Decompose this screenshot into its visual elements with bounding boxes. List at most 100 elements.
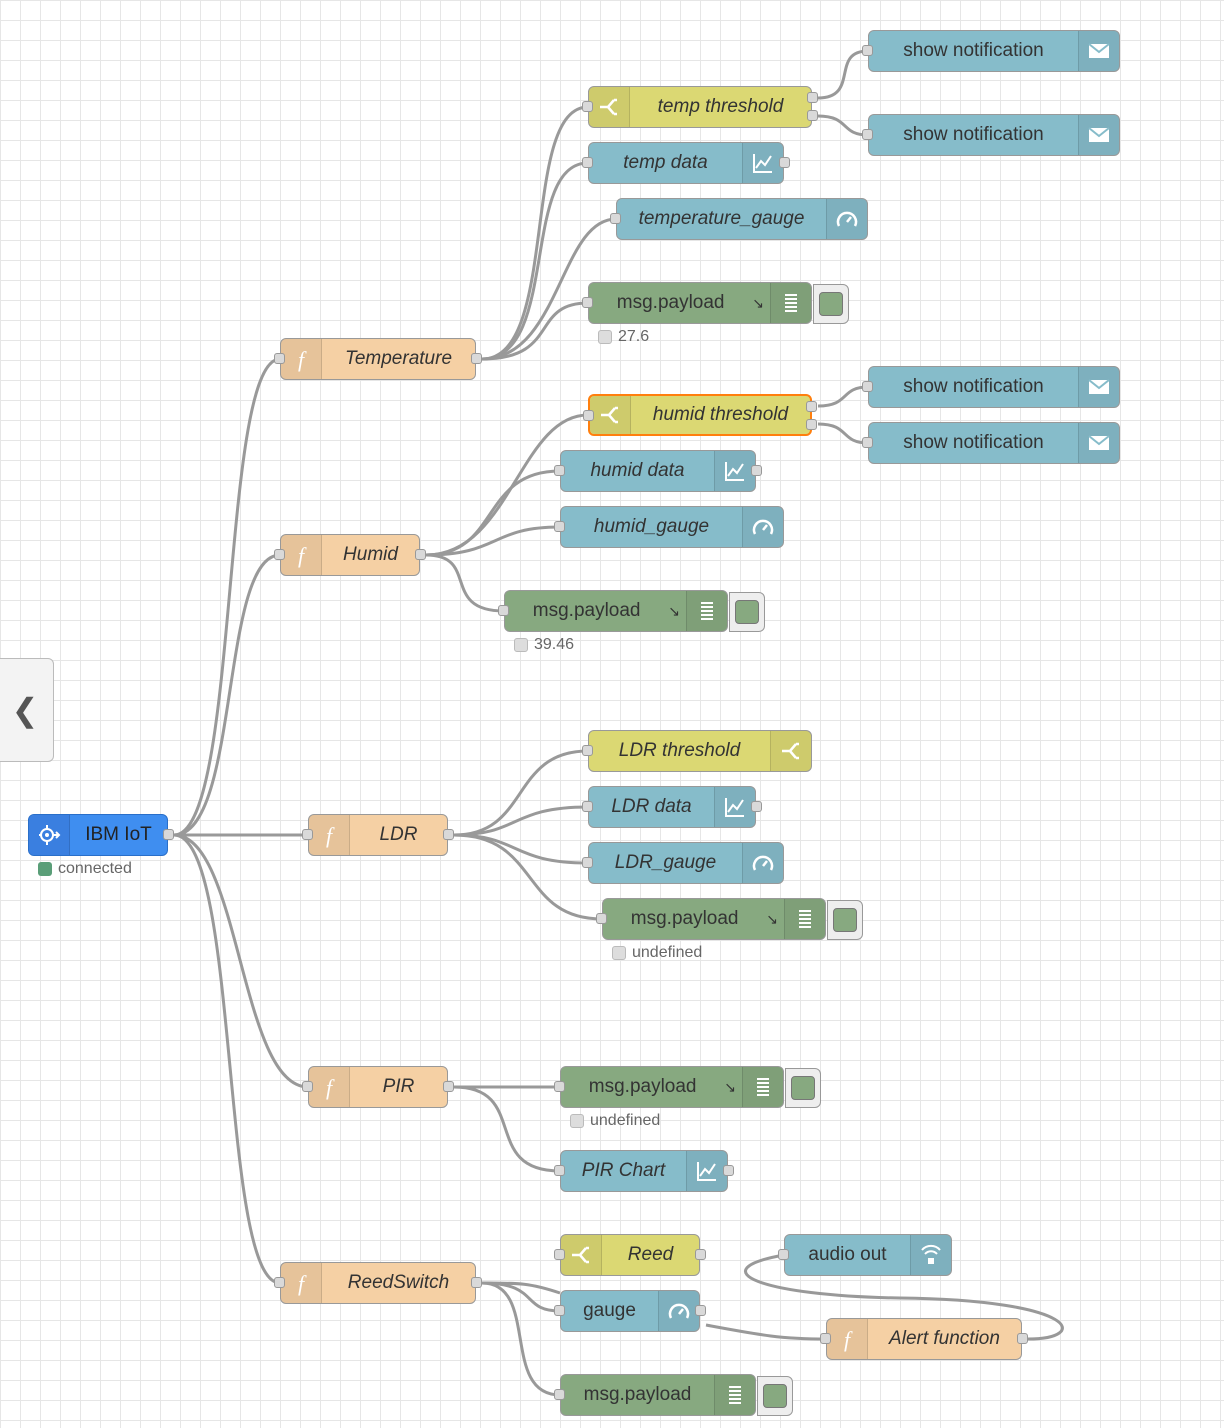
- output-port[interactable]: [1017, 1333, 1028, 1344]
- input-port[interactable]: [582, 101, 593, 112]
- input-port[interactable]: [274, 1277, 285, 1288]
- node-humid[interactable]: f Humid: [274, 534, 426, 576]
- node-temperature[interactable]: f Temperature: [274, 338, 482, 380]
- input-port[interactable]: [554, 1165, 565, 1176]
- node-status: 39.46: [514, 636, 574, 654]
- input-port[interactable]: [862, 437, 873, 448]
- input-port[interactable]: [554, 1305, 565, 1316]
- output-port-2[interactable]: [806, 419, 817, 430]
- output-port[interactable]: [163, 829, 174, 840]
- debug-toggle[interactable]: [813, 284, 849, 324]
- input-port[interactable]: [862, 45, 873, 56]
- node-humid-data[interactable]: humid data: [554, 450, 762, 492]
- node-debug[interactable]: msg.payload ↘: [582, 282, 849, 324]
- chip-icon: [29, 815, 70, 855]
- wire: [173, 833, 281, 1285]
- output-port[interactable]: [751, 465, 762, 476]
- input-port[interactable]: [554, 521, 565, 532]
- output-port[interactable]: [779, 157, 790, 168]
- input-port[interactable]: [583, 410, 594, 421]
- node-show-notification[interactable]: show notification: [862, 422, 1120, 464]
- input-port[interactable]: [554, 1081, 565, 1092]
- input-port[interactable]: [554, 1389, 565, 1400]
- node-humid-gauge[interactable]: humid_gauge: [554, 506, 784, 548]
- status-dot: [570, 1114, 584, 1128]
- output-port[interactable]: [415, 549, 426, 560]
- output-port[interactable]: [471, 1277, 482, 1288]
- input-port[interactable]: [498, 605, 509, 616]
- input-port[interactable]: [554, 465, 565, 476]
- node-ibm-iot[interactable]: IBM IoT: [28, 814, 174, 856]
- input-port[interactable]: [820, 1333, 831, 1344]
- output-port[interactable]: [471, 353, 482, 364]
- input-port[interactable]: [302, 1081, 313, 1092]
- debug-toggle[interactable]: [785, 1068, 821, 1108]
- output-port[interactable]: [723, 1165, 734, 1176]
- input-port[interactable]: [862, 129, 873, 140]
- output-port-1[interactable]: [806, 401, 817, 412]
- node-humid-threshold[interactable]: humid threshold: [583, 394, 817, 436]
- node-pir-chart[interactable]: PIR Chart: [554, 1150, 734, 1192]
- node-show-notification[interactable]: show notification: [862, 366, 1120, 408]
- node-show-notification[interactable]: show notification: [862, 30, 1120, 72]
- node-debug[interactable]: msg.payload ↘: [596, 898, 863, 940]
- sidebar-toggle-button[interactable]: ❮: [0, 658, 54, 762]
- node-ldr[interactable]: f LDR: [302, 814, 454, 856]
- input-port[interactable]: [582, 857, 593, 868]
- switch-icon: [770, 731, 811, 771]
- input-port[interactable]: [582, 801, 593, 812]
- input-port[interactable]: [274, 549, 285, 560]
- arrow-icon: ↘: [752, 294, 764, 311]
- list-icon: [784, 899, 825, 939]
- input-port[interactable]: [610, 213, 621, 224]
- output-port[interactable]: [695, 1305, 706, 1316]
- svg-text:f: f: [326, 1075, 335, 1100]
- node-label: humid data: [590, 460, 685, 481]
- node-ldr-gauge[interactable]: LDR_gauge: [582, 842, 784, 884]
- node-label: show notification: [903, 124, 1044, 145]
- output-port[interactable]: [443, 1081, 454, 1092]
- input-port[interactable]: [274, 353, 285, 364]
- output-port-1[interactable]: [807, 92, 818, 103]
- input-port[interactable]: [862, 381, 873, 392]
- node-show-notification[interactable]: show notification: [862, 114, 1120, 156]
- node-gauge[interactable]: gauge: [554, 1290, 706, 1332]
- function-icon: f: [281, 535, 322, 575]
- node-reedswitch[interactable]: f ReedSwitch: [274, 1262, 482, 1304]
- output-port[interactable]: [695, 1249, 706, 1260]
- input-port[interactable]: [778, 1249, 789, 1260]
- input-port[interactable]: [582, 157, 593, 168]
- node-pir[interactable]: f PIR: [302, 1066, 454, 1108]
- wire: [817, 385, 869, 408]
- node-reed[interactable]: Reed: [554, 1234, 706, 1276]
- node-temp-data[interactable]: temp data: [582, 142, 790, 184]
- node-debug[interactable]: msg.payload ↘: [554, 1066, 821, 1108]
- node-temp-threshold[interactable]: temp threshold: [582, 86, 818, 128]
- node-debug[interactable]: msg.payload: [554, 1374, 793, 1416]
- output-port[interactable]: [443, 829, 454, 840]
- node-ldr-threshold[interactable]: LDR threshold: [582, 730, 812, 772]
- node-audio-out[interactable]: audio out: [778, 1234, 952, 1276]
- debug-toggle[interactable]: [757, 1376, 793, 1416]
- input-port[interactable]: [582, 297, 593, 308]
- debug-toggle[interactable]: [729, 592, 765, 632]
- node-debug[interactable]: msg.payload ↘: [498, 590, 765, 632]
- input-port[interactable]: [554, 1249, 565, 1260]
- node-label: msg.payload: [532, 600, 641, 621]
- node-label: temp data: [623, 152, 708, 173]
- node-alert-function[interactable]: f Alert function: [820, 1318, 1028, 1360]
- debug-toggle[interactable]: [827, 900, 863, 940]
- input-port[interactable]: [302, 829, 313, 840]
- node-label: Temperature: [344, 348, 453, 369]
- output-port[interactable]: [751, 801, 762, 812]
- node-ldr-data[interactable]: LDR data: [582, 786, 762, 828]
- wire: [425, 553, 505, 613]
- wire: [817, 422, 869, 445]
- node-temperature-gauge[interactable]: temperature_gauge: [610, 198, 868, 240]
- status-dot: [514, 638, 528, 652]
- input-port[interactable]: [582, 745, 593, 756]
- wire: [481, 1281, 561, 1397]
- output-port-2[interactable]: [807, 110, 818, 121]
- input-port[interactable]: [596, 913, 607, 924]
